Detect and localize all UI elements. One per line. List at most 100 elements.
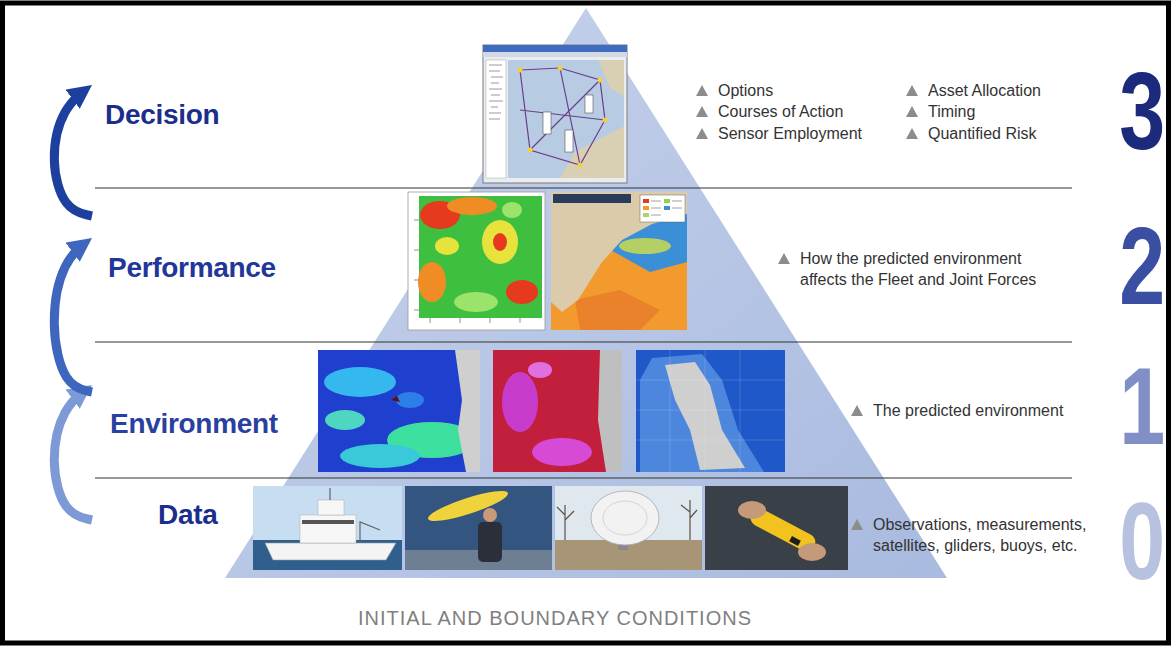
bullet-marker <box>851 405 863 416</box>
research-ship-photo <box>300 515 356 543</box>
bullet-text: Options <box>718 80 773 101</box>
glider-handling-photo <box>705 486 848 570</box>
glider-handling-photo <box>789 536 801 546</box>
flow-arrow <box>54 385 92 520</box>
performance-region-map <box>640 195 685 222</box>
environment-map <box>532 438 592 466</box>
research-ship-photo <box>318 500 344 515</box>
page-frame <box>3 3 1169 643</box>
bullet-text: Courses of Action <box>718 101 843 122</box>
glider-launch-photo <box>405 486 552 570</box>
bullet-marker <box>696 85 708 96</box>
performance-heatmap <box>493 233 507 251</box>
planning-screenshot <box>518 68 523 73</box>
performance-heatmap <box>408 192 545 330</box>
research-ship-photo <box>330 488 380 543</box>
bullet-marker <box>851 519 863 530</box>
bullet-marker <box>696 106 708 117</box>
performance-heatmap <box>447 197 497 215</box>
environment-map <box>493 350 622 472</box>
research-ship-photo <box>253 486 402 570</box>
tier-number: 2 <box>1119 211 1165 321</box>
performance-region-map <box>575 290 660 330</box>
performance-region-map <box>553 194 631 203</box>
bullet-marker <box>906 128 918 139</box>
environment-map <box>636 350 785 472</box>
bullet-text: Asset Allocation <box>928 80 1041 101</box>
flow-arrow <box>54 238 92 392</box>
planning-screenshot <box>483 45 627 183</box>
research-ship-photo <box>253 540 402 570</box>
environment-map <box>340 444 420 468</box>
planning-screenshot <box>558 66 563 71</box>
tier-title: Performance <box>108 251 276 285</box>
bullet-text: Sensor Employment <box>718 123 862 144</box>
environment-map <box>636 350 785 472</box>
tier-number: 0 <box>1119 486 1165 596</box>
bullet-marker <box>906 85 918 96</box>
performance-heatmap <box>435 237 459 255</box>
planning-screenshot <box>598 78 603 83</box>
environment-map <box>636 350 785 472</box>
glider-handling-photo <box>705 486 848 570</box>
tier-divider <box>95 341 1072 342</box>
performance-heatmap <box>454 292 498 312</box>
satellite-dish-photo <box>591 491 659 545</box>
tier-divider <box>95 188 1072 478</box>
flow-arrow <box>54 85 92 216</box>
planning-screenshot <box>483 52 627 57</box>
performance-region-map <box>643 213 649 217</box>
performance-heatmap <box>482 220 518 264</box>
footer-caption: INITIAL AND BOUNDARY CONDITIONS <box>358 606 752 630</box>
satellite-dish-photo <box>555 486 702 570</box>
tier-number: 3 <box>1119 56 1165 166</box>
glider-launch-photo <box>478 522 502 562</box>
bullet-marker <box>696 128 708 139</box>
tier-title: Decision <box>105 98 219 132</box>
research-ship-photo <box>253 486 402 570</box>
performance-heatmap <box>506 280 538 304</box>
pyramid <box>225 8 947 578</box>
environment-map <box>324 367 396 397</box>
tier-divider <box>95 187 1072 188</box>
performance-region-map <box>651 201 682 215</box>
performance-heatmap <box>418 262 446 302</box>
tier-divider <box>95 477 1072 478</box>
glider-launch-photo <box>426 485 511 526</box>
planning-screenshot <box>486 60 506 178</box>
planning-screenshot <box>489 65 503 119</box>
environment-map <box>502 372 538 432</box>
satellite-dish-photo <box>555 486 702 570</box>
bullet-text: Quantified Risk <box>928 123 1037 144</box>
environment-map <box>396 392 424 408</box>
performance-region-map <box>643 206 649 210</box>
environment-map <box>455 350 480 472</box>
tier-band: Decision OptionsCourses of ActionSensor E… <box>92 20 1171 188</box>
bullet-text: Timing <box>928 101 975 122</box>
performance-region-map <box>551 192 687 312</box>
performance-heatmap <box>408 192 545 330</box>
environment-map <box>325 410 365 430</box>
environment-map <box>640 354 764 472</box>
glider-handling-photo <box>738 501 766 519</box>
performance-heatmap <box>502 202 522 218</box>
tier-band: PerformanceHow the predicted environment… <box>92 188 1171 342</box>
planning-screenshot <box>565 130 573 152</box>
planning-screenshot <box>508 60 624 178</box>
glider-launch-photo <box>405 485 552 570</box>
glider-handling-photo <box>798 543 826 561</box>
environment-map <box>528 362 552 378</box>
planning-screenshot <box>520 68 605 165</box>
performance-heatmap <box>419 196 542 318</box>
performance-heatmap <box>414 220 520 323</box>
tier-band: DataObservations, measurements, satellit… <box>92 478 1171 600</box>
performance-region-map <box>619 238 671 254</box>
planning-screenshot <box>560 126 624 178</box>
performance-region-map <box>551 192 687 330</box>
performance-region-map <box>664 206 670 210</box>
performance-region-map <box>664 199 670 203</box>
environment-map <box>391 396 400 402</box>
tier-number: 1 <box>1119 351 1165 461</box>
planning-screenshot <box>528 148 533 153</box>
